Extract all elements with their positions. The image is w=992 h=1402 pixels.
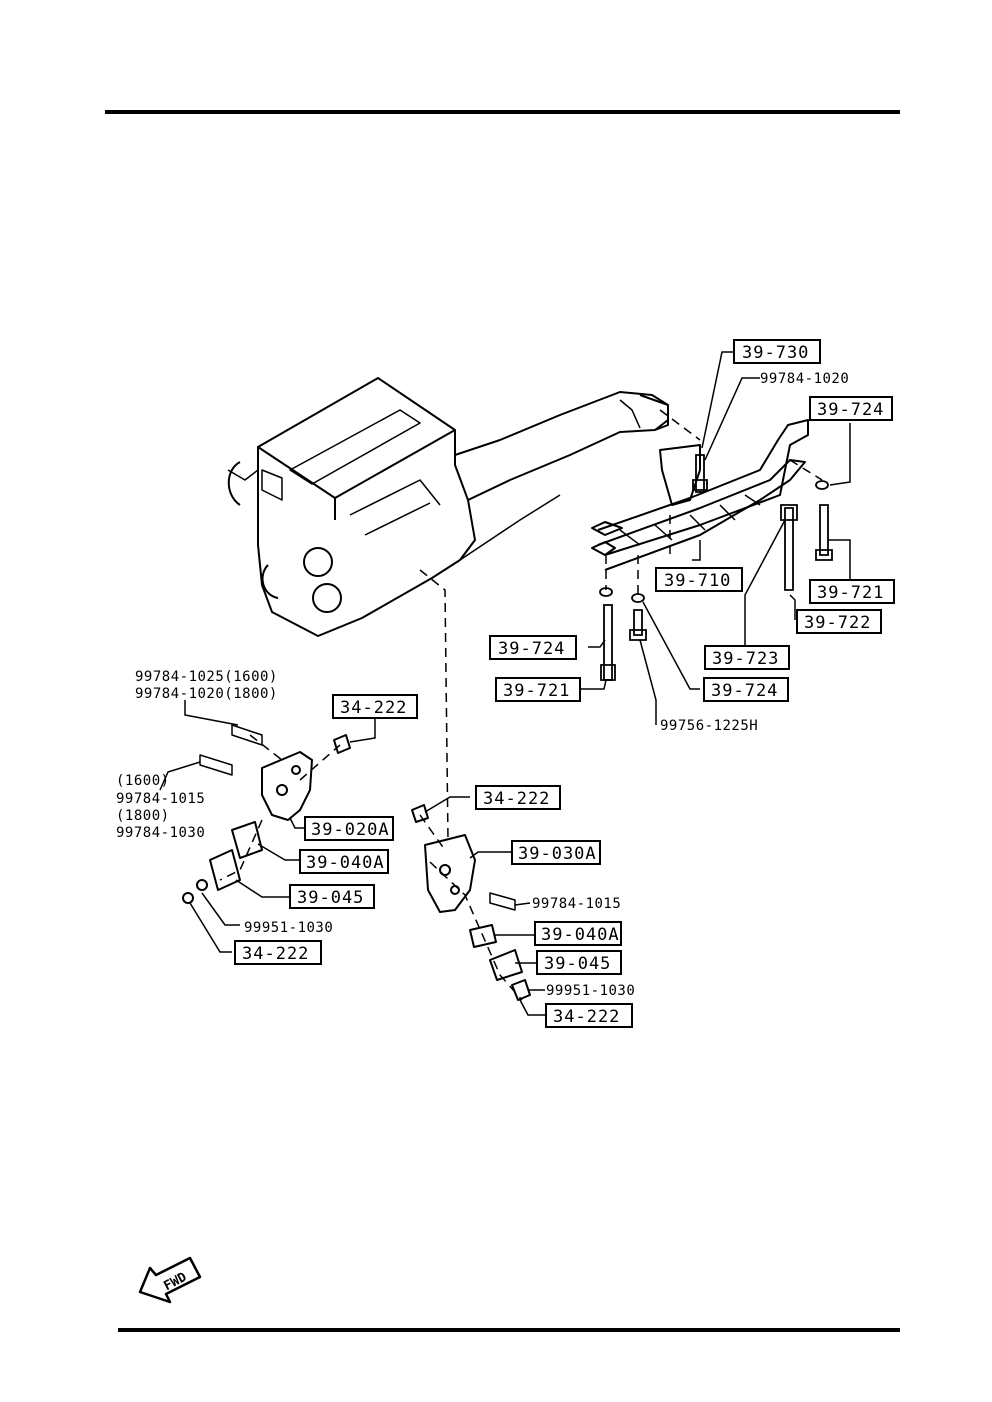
- svg-text:39-721: 39-721: [817, 583, 884, 603]
- svg-text:39-724: 39-724: [817, 400, 884, 420]
- part-label-34-222-b: 34-222: [234, 940, 322, 965]
- part-number-99784-1025-1600: 99784-1025(1600): [135, 669, 278, 685]
- part-number-99784-1015-right: 99784-1015: [532, 896, 621, 912]
- engine-block-illustration: [227, 377, 669, 637]
- part-label-39-722: 39-722: [796, 609, 882, 634]
- variant-1800-label: (1800): [116, 808, 170, 824]
- part-number-99784-1030: 99784-1030: [116, 825, 205, 841]
- forward-direction-arrow: FWD: [138, 1256, 202, 1304]
- part-number-99784-1015-left: 99784-1015: [116, 791, 205, 807]
- svg-text:39-040A: 39-040A: [306, 853, 385, 873]
- svg-text:34-222: 34-222: [340, 698, 407, 718]
- boxed-part-labels: 39-730 39-724 39-710 39-721 39-722 39-72…: [234, 339, 895, 1028]
- part-label-39-721-b: 39-721: [495, 677, 581, 702]
- svg-text:34-222: 34-222: [483, 789, 550, 809]
- svg-text:39-722: 39-722: [804, 613, 871, 633]
- svg-text:39-724: 39-724: [498, 639, 565, 659]
- label-leaders: [159, 351, 851, 1016]
- part-label-39-045-b: 39-045: [536, 950, 622, 975]
- svg-text:39-040A: 39-040A: [541, 925, 620, 945]
- svg-text:39-721: 39-721: [503, 681, 570, 701]
- part-number-99951-1030-right: 99951-1030: [546, 983, 635, 999]
- part-number-99784-1020-1800: 99784-1020(1800): [135, 686, 278, 702]
- right-mount-assembly: [411, 804, 531, 1001]
- dashed-guide-lines: [219, 409, 823, 1001]
- bottom-rule: [118, 1328, 900, 1332]
- part-label-34-222-a: 34-222: [332, 694, 418, 719]
- part-label-39-730: 39-730: [733, 339, 821, 364]
- part-label-39-724-c: 39-724: [703, 677, 789, 702]
- part-label-39-040A-a: 39-040A: [299, 849, 389, 874]
- svg-text:39-723: 39-723: [712, 649, 779, 669]
- variant-1600-label: (1600): [116, 773, 170, 789]
- top-rule: [105, 110, 900, 114]
- svg-text:34-222: 34-222: [242, 944, 309, 964]
- svg-text:39-710: 39-710: [664, 571, 731, 591]
- plain-part-labels: 99784-1020 99756-1225H 99784-1025(1600) …: [116, 371, 849, 999]
- part-label-39-724-a: 39-724: [809, 396, 893, 421]
- part-label-39-045-a: 39-045: [289, 884, 375, 909]
- part-label-39-723: 39-723: [704, 645, 790, 670]
- svg-text:39-020A: 39-020A: [311, 820, 390, 840]
- svg-text:39-045: 39-045: [297, 888, 364, 908]
- svg-text:39-045: 39-045: [544, 954, 611, 974]
- part-label-39-030A: 39-030A: [511, 840, 601, 865]
- fasteners: [599, 454, 833, 681]
- svg-text:39-724: 39-724: [711, 681, 778, 701]
- part-label-39-020A: 39-020A: [304, 816, 394, 841]
- part-number-99784-1020-top: 99784-1020: [760, 371, 849, 387]
- part-label-34-222-d: 34-222: [545, 1003, 633, 1028]
- part-number-99756-1225H: 99756-1225H: [660, 718, 758, 734]
- svg-text:34-222: 34-222: [553, 1007, 620, 1027]
- part-label-39-721-a: 39-721: [809, 579, 895, 604]
- crossmember-bracket: [591, 419, 809, 571]
- left-mount-assembly: [182, 724, 351, 904]
- svg-text:39-030A: 39-030A: [518, 844, 597, 864]
- part-number-99951-1030-left: 99951-1030: [244, 920, 333, 936]
- part-label-39-040A-b: 39-040A: [534, 921, 622, 946]
- svg-text:39-730: 39-730: [742, 343, 809, 363]
- part-label-39-724-b: 39-724: [489, 635, 577, 660]
- part-label-34-222-c: 34-222: [475, 785, 561, 810]
- part-label-39-710: 39-710: [655, 567, 743, 592]
